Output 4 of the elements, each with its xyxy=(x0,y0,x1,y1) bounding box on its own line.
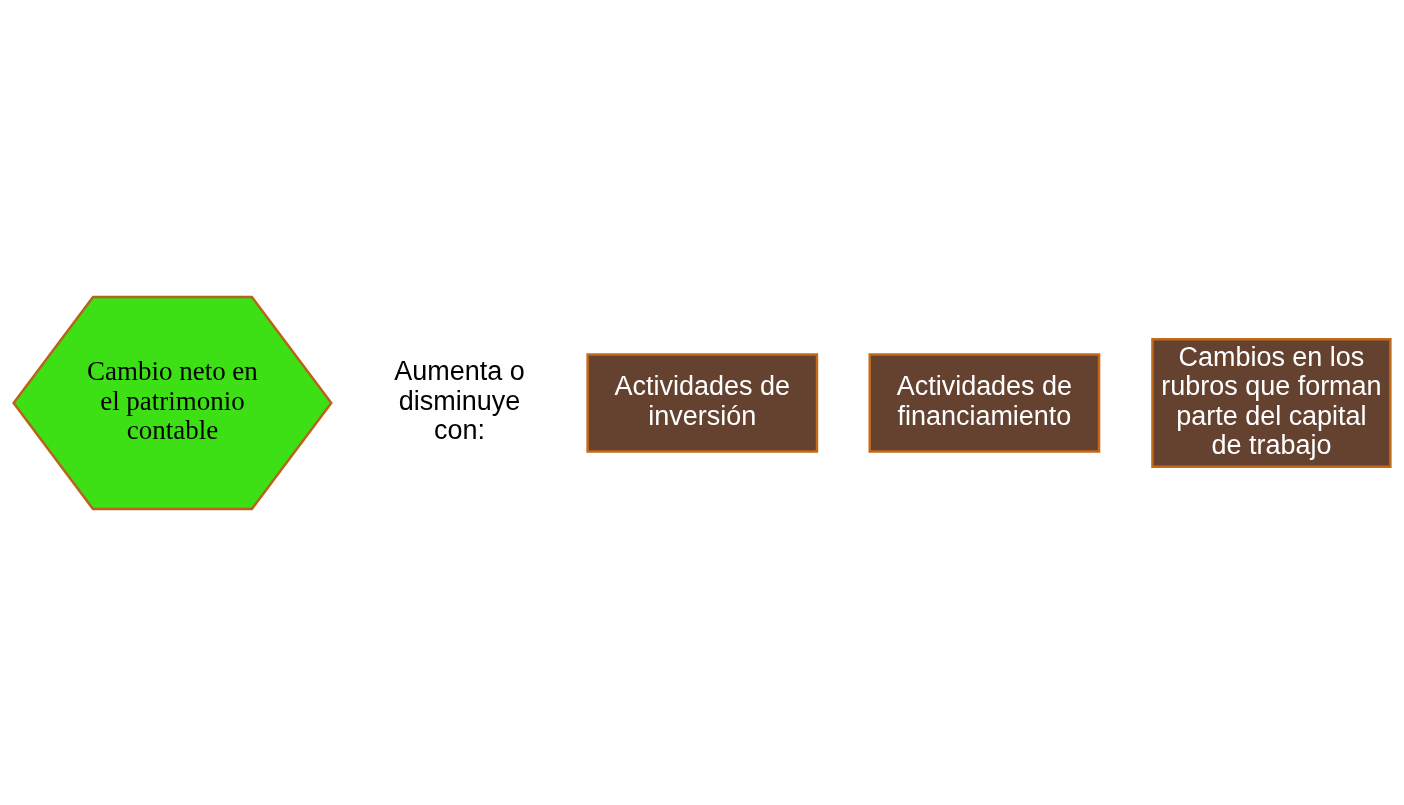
node-box: Cambios en los rubros que forman parte del capital de trabajo xyxy=(1151,337,1392,468)
node-box: Actividades de financiamiento xyxy=(868,352,1101,453)
label: Aumenta o disminuye con: xyxy=(394,355,525,445)
node-box: Actividades de inversión xyxy=(586,352,819,453)
